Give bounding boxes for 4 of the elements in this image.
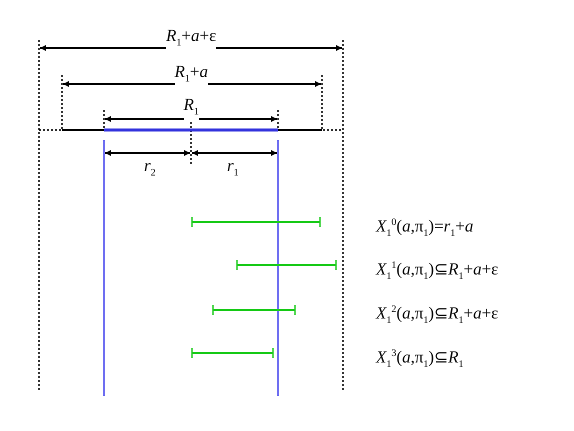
formula-text: X$_{1}$$^{1}$(a,π$_{1}$)⊆R$_{1}$+a+ε <box>376 258 498 284</box>
formula-text: X$_{1}$$^{2}$(a,π$_{1}$)⊆R$_{1}$+a+ε <box>376 302 498 328</box>
formula-text: X$_{1}$$^{0}$(a,π$_{1}$)=r$_{1}$+a <box>376 216 474 242</box>
formula-text: X$_{1}$$^{3}$(a,π$_{1}$)⊆R$_{1}$ <box>376 346 464 372</box>
